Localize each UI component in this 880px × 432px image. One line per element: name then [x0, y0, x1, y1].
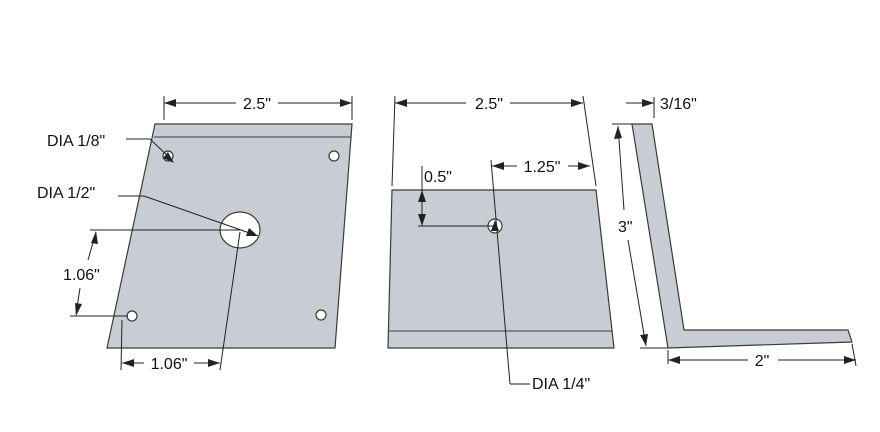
arrowhead [668, 356, 680, 364]
front-width-label: 2.5" [243, 96, 271, 113]
arrowhead [418, 190, 426, 202]
horiz-offset-ext-left [120, 319, 123, 371]
arrowhead [491, 220, 499, 231]
side-plate [387, 189, 615, 349]
arrowhead [418, 214, 426, 226]
side-width-label: 2.5" [475, 96, 503, 113]
small-hole-bottom-left [126, 310, 138, 322]
length-ext-right [851, 343, 857, 367]
arrowhead [340, 99, 352, 107]
arrowhead [91, 231, 98, 244]
arrowhead [246, 228, 258, 236]
thickness-label: 3/16" [660, 96, 697, 113]
vertical-offset-label: 1.06" [63, 267, 100, 284]
large-hole-label: DIA 1/2" [37, 185, 95, 202]
height-label: 3" [618, 219, 633, 236]
arrowhead [164, 99, 176, 107]
arrowhead [578, 162, 590, 170]
length-label: 2" [755, 353, 770, 370]
side-width-ext-right [582, 95, 597, 187]
side-hole-label: DIA 1/4" [532, 376, 590, 393]
height-line-a [617, 125, 625, 211]
arrowhead [640, 334, 648, 346]
arrowhead [163, 152, 174, 163]
hole-height-label: 0.5" [424, 169, 452, 186]
profile-view: 3/16" 3" 2" [612, 96, 857, 370]
arrowhead [571, 99, 583, 107]
small-hole-top-right [328, 150, 340, 162]
side-view: 2.5" 1.25" 0.5" DIA 1/4" [387, 95, 615, 393]
angle-profile [631, 123, 853, 349]
arrowhead [642, 99, 654, 107]
arrowhead [122, 359, 134, 367]
small-hole-bottom-right [315, 309, 327, 321]
arrowhead [395, 99, 407, 107]
arrowhead [844, 356, 856, 364]
side-hole-center-vertical [490, 159, 511, 385]
height-line-b [627, 239, 647, 347]
horizontal-offset-label: 1.06" [151, 356, 188, 373]
horiz-offset-ext-right [219, 231, 241, 371]
side-width-ext-left [391, 95, 396, 187]
hole-center-label: 1.25" [524, 159, 561, 176]
large-hole-leader-b [143, 195, 259, 237]
arrowhead [614, 126, 622, 139]
arrowhead [208, 359, 220, 367]
arrowhead [75, 303, 82, 316]
arrowhead [492, 162, 504, 170]
small-hole-label: DIA 1/8" [47, 133, 105, 150]
front-view: 2.5" DIA 1/8" DIA 1/2" 1.06" 1.06" [37, 96, 353, 373]
